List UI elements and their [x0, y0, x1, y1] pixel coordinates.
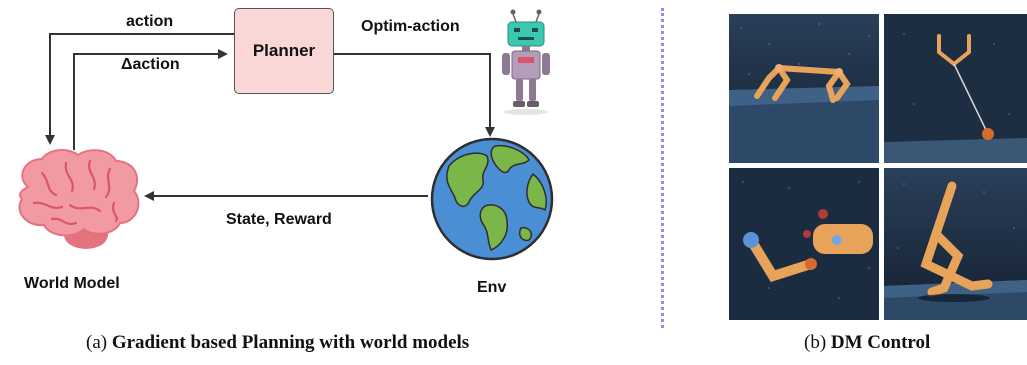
dm-panel-pendulum [884, 14, 1027, 163]
caption-b-title: DM Control [830, 332, 931, 353]
caption-a-prefix: (a) [86, 332, 108, 353]
dm-panel-walker [884, 168, 1027, 320]
globe-icon [430, 137, 554, 261]
caption-a: (a) Gradient based Planning with world m… [86, 332, 469, 354]
delta-action-label: Δaction [121, 56, 180, 73]
optim-action-label: Optim-action [361, 18, 460, 35]
world-model-label: World Model [24, 275, 120, 292]
action-label: action [126, 13, 174, 30]
delta-action-arrow [73, 49, 228, 150]
dm-panel-reacher [729, 168, 879, 320]
state-reward-label: State, Reward [226, 211, 332, 228]
planner-box: Planner [234, 8, 334, 94]
action-arrow [45, 33, 234, 145]
brain-icon [18, 149, 140, 249]
planner-label: Planner [252, 41, 316, 60]
env-label: Env [477, 279, 507, 296]
robot-icon [502, 9, 550, 115]
dm-panel-cheetah [729, 14, 879, 163]
caption-a-title: Gradient based Planning with world model… [111, 332, 470, 353]
optim-action-arrow [334, 53, 495, 137]
caption-b-prefix: (b) [804, 332, 827, 353]
caption-b: (b) DM Control [804, 332, 930, 354]
section-divider [661, 8, 664, 328]
